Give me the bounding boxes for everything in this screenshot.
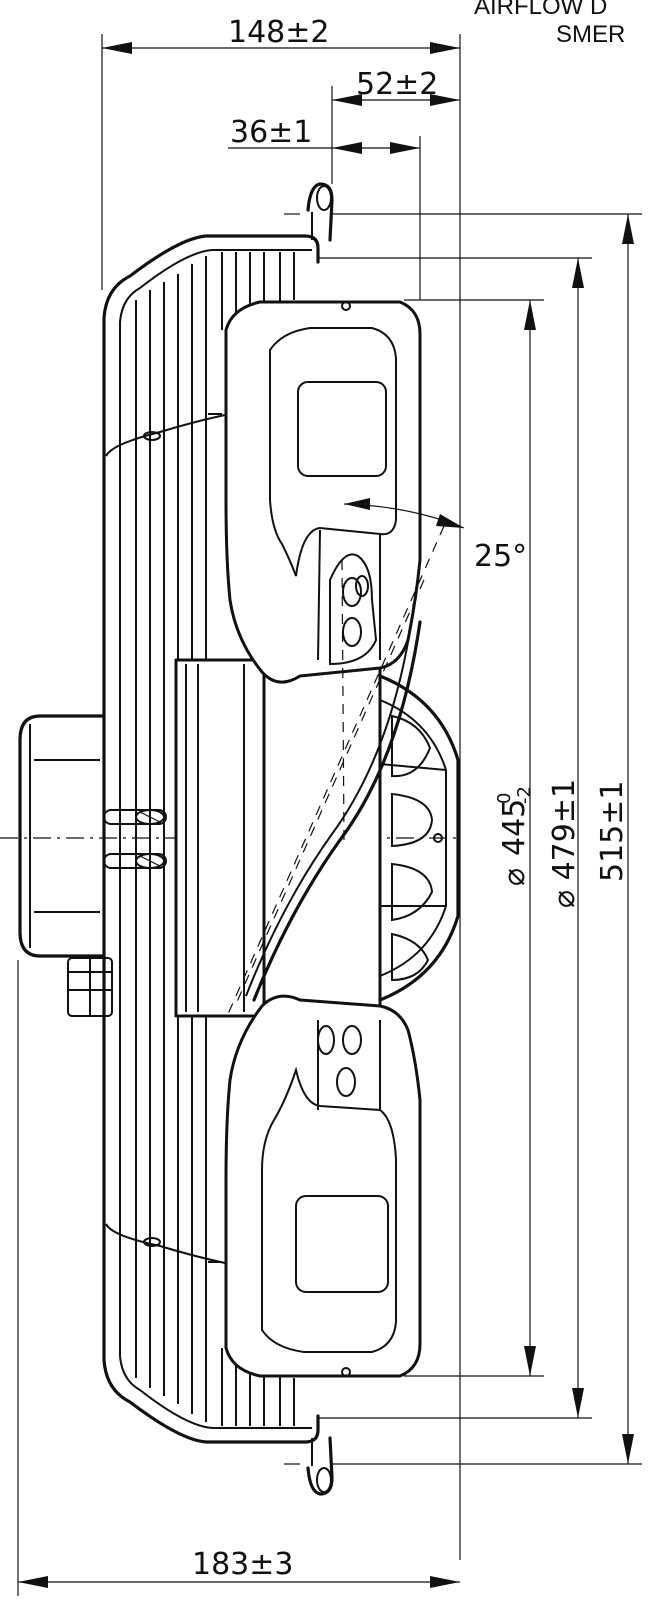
dim-blade-angle: 25° [474, 539, 527, 574]
fan-outline [0, 182, 462, 1496]
dim-blade-diameter-value: 445 [497, 799, 532, 856]
dim-blade-diameter-tol-lower: -2 [514, 786, 535, 804]
dim-total-length: 183±3 [192, 1547, 293, 1582]
dim-height: 515±1 [595, 781, 630, 882]
dim-blade-offset: 52±2 [356, 67, 438, 102]
dim-overall-depth: 148±2 [228, 15, 329, 50]
airflow-header-line2: SMER [556, 21, 625, 48]
dim-blade-diameter: ⌀ 445 0 -2 [494, 786, 535, 886]
dim-mount-offset: 36±1 [230, 115, 312, 150]
rotor-cage [378, 674, 460, 1002]
mounting-lug-bottom [284, 1436, 334, 1496]
blade-upper [224, 300, 422, 684]
dim-ring-diameter: ⌀ 479±1 [547, 779, 582, 908]
blade-window-lower [295, 1195, 389, 1293]
guard-ring-lower [105, 1223, 231, 1265]
blade-window-upper [297, 381, 387, 477]
mounting-pins [103, 809, 167, 869]
dim-blade-diameter-tol-upper: 0 [494, 793, 515, 804]
dimension-lines: 148±2 52±2 36±1 183±3 [17, 15, 642, 1596]
airflow-header-line1: AIRFLOW D [474, 0, 607, 20]
guard-rear-outline [102, 234, 320, 1444]
ring-rivet-lower [143, 1237, 161, 1247]
guard-ring-upper [105, 413, 231, 457]
ring-rivet-upper [143, 431, 161, 441]
guard-inner-rear [119, 249, 312, 1429]
dim-blade-diameter-symbol: ⌀ [497, 868, 532, 886]
blade-lower [224, 994, 422, 1378]
mounting-lug-top [284, 182, 334, 242]
motor-body [174, 658, 382, 1018]
terminal-box [18, 714, 113, 1017]
blade-twist-lines [227, 525, 445, 1015]
